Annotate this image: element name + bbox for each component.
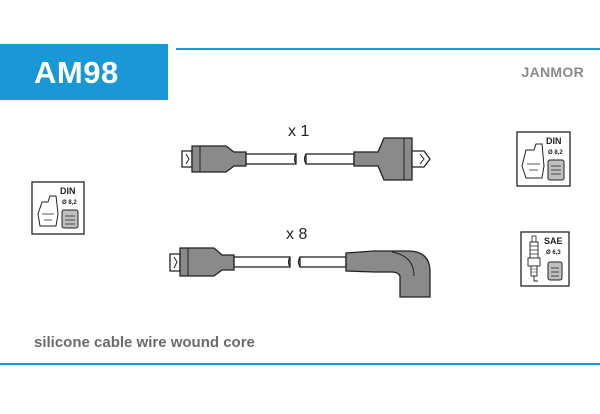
lead-quantity-1: x 1 (288, 123, 310, 140)
lead-quantity-8: x 8 (286, 226, 308, 243)
din-distributor-icon-left: DIN Ø 8,2 (31, 181, 85, 235)
lead-angled (169, 247, 431, 298)
product-code: AM98 (34, 55, 119, 90)
sae-spark-plug-icon: SAE Ø 6,3 (520, 231, 570, 287)
din-right-diameter: Ø 8,2 (548, 150, 563, 156)
din-left-diameter: Ø 8,2 (62, 200, 77, 206)
header-banner (0, 44, 168, 100)
din-right-standard: DIN (546, 136, 562, 146)
sae-diameter: Ø 6,3 (546, 250, 561, 256)
footer-divider (0, 363, 600, 365)
cable-description: silicone cable wire wound core (34, 334, 255, 351)
sae-standard: SAE (544, 236, 563, 246)
din-left-standard: DIN (60, 186, 76, 196)
din-distributor-icon-right: DIN Ø 8,2 (516, 131, 571, 187)
header-divider (176, 48, 600, 50)
lead-straight (181, 137, 431, 181)
brand-name: JANMOR (521, 64, 584, 80)
